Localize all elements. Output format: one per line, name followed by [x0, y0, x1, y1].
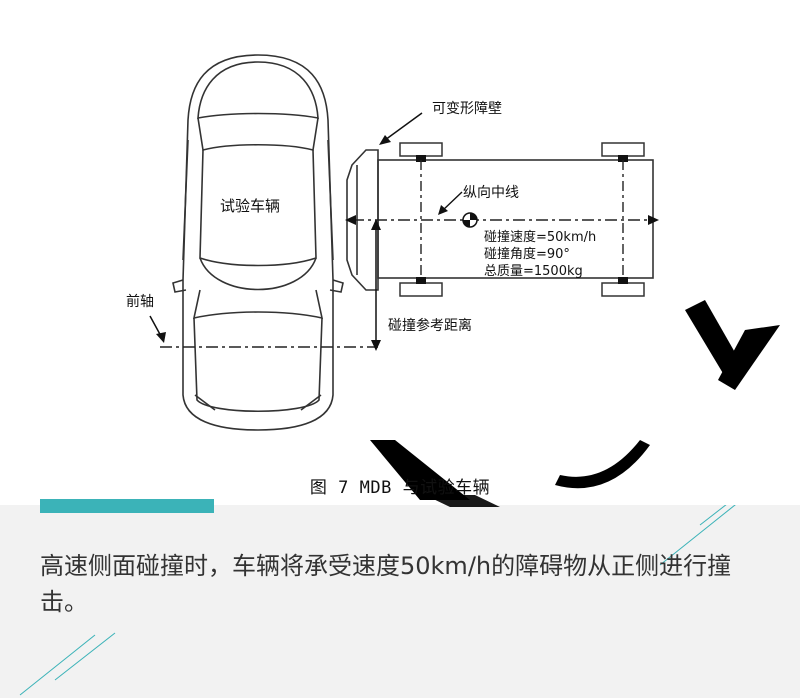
- center-of-mass-icon: [462, 212, 478, 228]
- angle-spec: 碰撞角度=90°: [484, 246, 570, 262]
- test-car-outline: [172, 54, 344, 431]
- body-paragraph: 高速侧面碰撞时，车辆将承受速度50km/h的障碍物从正侧进行撞击。: [40, 552, 732, 616]
- car-label: 试验车辆: [220, 197, 280, 215]
- accent-bar: [40, 499, 214, 513]
- crash-test-diagram: 试验车辆 前轴 可变形障壁 纵向中线 碰撞速度=50km/h 碰撞角度=90° …: [126, 54, 780, 500]
- speed-spec: 碰撞速度=50km/h: [484, 229, 596, 245]
- centerline-label: 纵向中线: [463, 185, 519, 201]
- decorative-lines: [19, 505, 736, 696]
- bottom-panel: [0, 505, 800, 698]
- watermark-logo: [370, 300, 780, 500]
- figure-caption: 图 7 MDB 与试验车辆: [309, 478, 491, 498]
- front-axle-arrowhead: [156, 332, 166, 343]
- watermark-overlay: [425, 495, 500, 507]
- front-axle-label: 前轴: [126, 293, 154, 310]
- mass-spec: 总质量=1500kg: [484, 264, 583, 279]
- barrier-label: 可变形障壁: [432, 101, 502, 117]
- reference-distance-label: 碰撞参考距离: [388, 317, 472, 334]
